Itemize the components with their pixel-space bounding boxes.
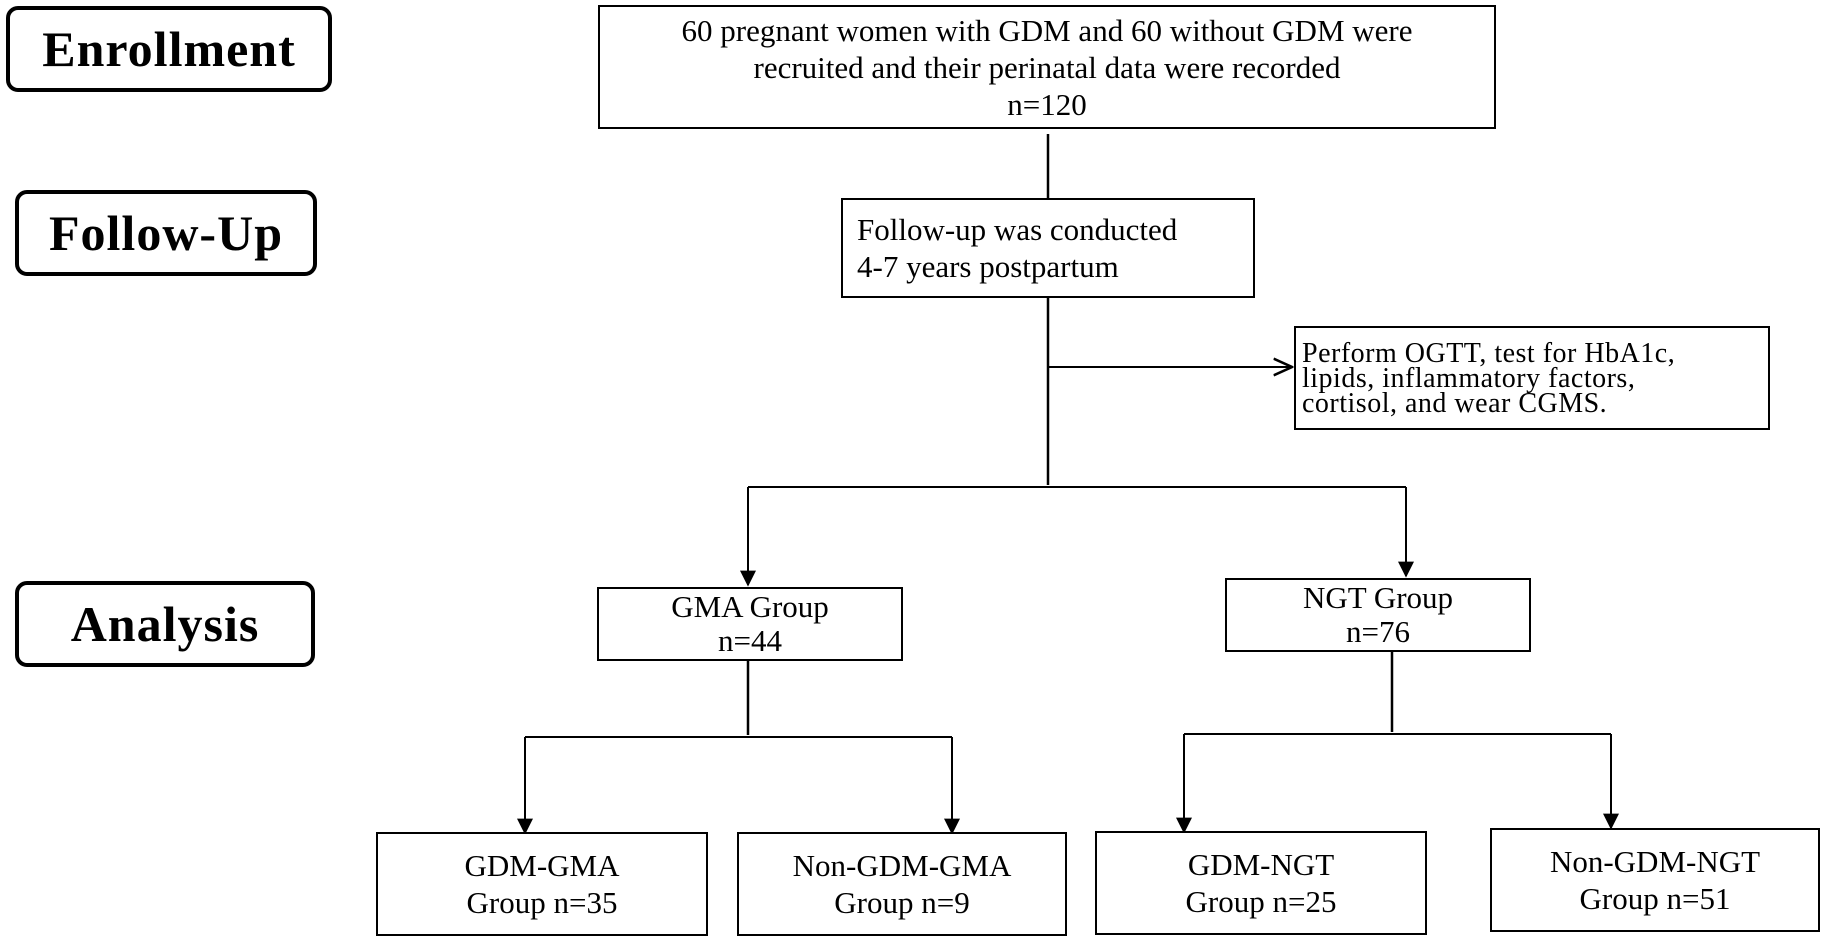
stage-enrollment-label: Enrollment — [42, 21, 296, 77]
follow-up-box: Follow-up was conducted 4-7 years postpa… — [841, 198, 1255, 298]
ngt-group-box: NGT Group n=76 — [1225, 578, 1531, 652]
non-gdm-ngt-count: Group n=51 — [1579, 881, 1731, 916]
gdm-ngt-label: GDM-NGT — [1187, 847, 1335, 882]
follow-up-text-line2: 4-7 years postpartum — [857, 249, 1119, 284]
enrollment-text-line1: 60 pregnant women with GDM and 60 withou… — [681, 12, 1413, 48]
enrollment-text-line2: recruited and their perinatal data were … — [753, 49, 1341, 85]
stage-follow-up-label: Follow-Up — [49, 205, 283, 261]
tests-text-line3: cortisol, and wear CGMS. — [1302, 387, 1608, 419]
non-gdm-gma-box: Non-GDM-GMA Group n=9 — [737, 832, 1067, 936]
stage-analysis: Analysis — [15, 581, 315, 667]
stage-enrollment: Enrollment — [6, 6, 332, 92]
ngt-group-count: n=76 — [1346, 614, 1410, 649]
non-gdm-ngt-box: Non-GDM-NGT Group n=51 — [1490, 828, 1820, 932]
gdm-gma-label: GDM-GMA — [464, 848, 620, 883]
enrollment-box: 60 pregnant women with GDM and 60 withou… — [598, 5, 1496, 129]
gma-group-count: n=44 — [718, 623, 782, 658]
tests-text-line2: lipids, inflammatory factors, — [1302, 362, 1636, 394]
gdm-gma-box: GDM-GMA Group n=35 — [376, 832, 708, 936]
ngt-group-label: NGT Group — [1302, 580, 1454, 615]
stage-follow-up: Follow-Up — [15, 190, 317, 276]
follow-up-text-line1: Follow-up was conducted — [857, 212, 1178, 247]
gdm-ngt-count: Group n=25 — [1185, 884, 1337, 919]
non-gdm-gma-count: Group n=9 — [834, 885, 970, 920]
enrollment-count: n=120 — [1007, 86, 1087, 122]
tests-text-line1: Perform OGTT, test for HbA1c, — [1302, 337, 1676, 369]
non-gdm-gma-label: Non-GDM-GMA — [792, 848, 1012, 883]
gma-group-label: GMA Group — [671, 589, 829, 624]
gdm-ngt-box: GDM-NGT Group n=25 — [1095, 831, 1427, 935]
tests-box: Perform OGTT, test for HbA1c, lipids, in… — [1294, 326, 1770, 430]
gma-group-box: GMA Group n=44 — [597, 587, 903, 661]
non-gdm-ngt-label: Non-GDM-NGT — [1549, 844, 1761, 879]
stage-analysis-label: Analysis — [70, 596, 260, 652]
gdm-gma-count: Group n=35 — [466, 885, 618, 920]
